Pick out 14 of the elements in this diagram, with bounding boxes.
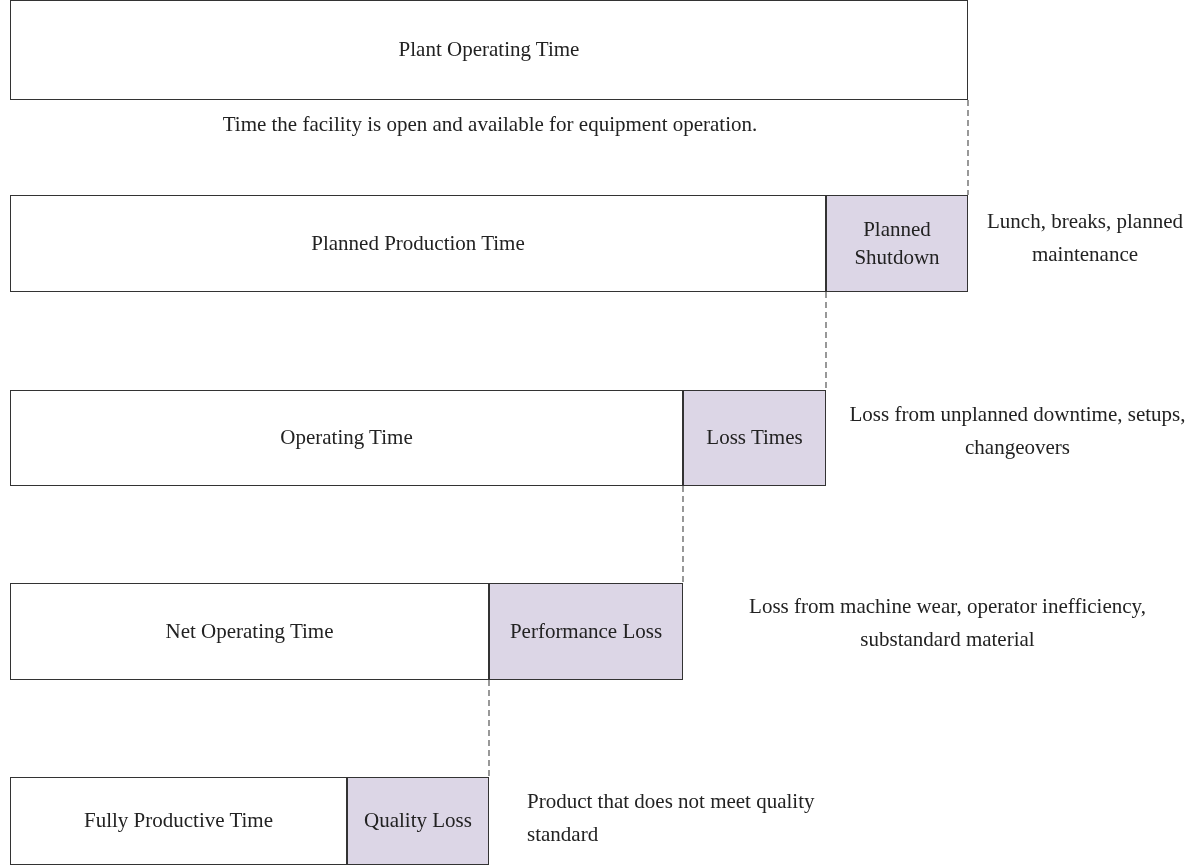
loss-time-bar: Performance Loss <box>489 583 683 680</box>
time-bar: Net Operating Time <box>10 583 489 680</box>
time-bar: Planned Production Time <box>10 195 826 292</box>
time-bar: Operating Time <box>10 390 683 486</box>
description-text: Product that does not meet quality standard <box>527 788 816 848</box>
loss-time-bar: Loss Times <box>683 390 826 486</box>
loss-time-bar: Planned Shutdown <box>826 195 968 292</box>
description-text: Loss from unplanned downtime, setups, changeovers <box>848 401 1187 461</box>
time-bar: Plant Operating Time <box>10 0 968 100</box>
time-bar: Fully Productive Time <box>10 777 347 865</box>
description-text: Loss from machine wear, operator inefficiency, substandard material <box>748 593 1147 653</box>
description-text: Lunch, breaks, planned maintenance <box>986 208 1184 268</box>
loss-time-bar: Quality Loss <box>347 777 489 865</box>
description-text: Time the facility is open and available for equipment operation. <box>221 111 759 138</box>
